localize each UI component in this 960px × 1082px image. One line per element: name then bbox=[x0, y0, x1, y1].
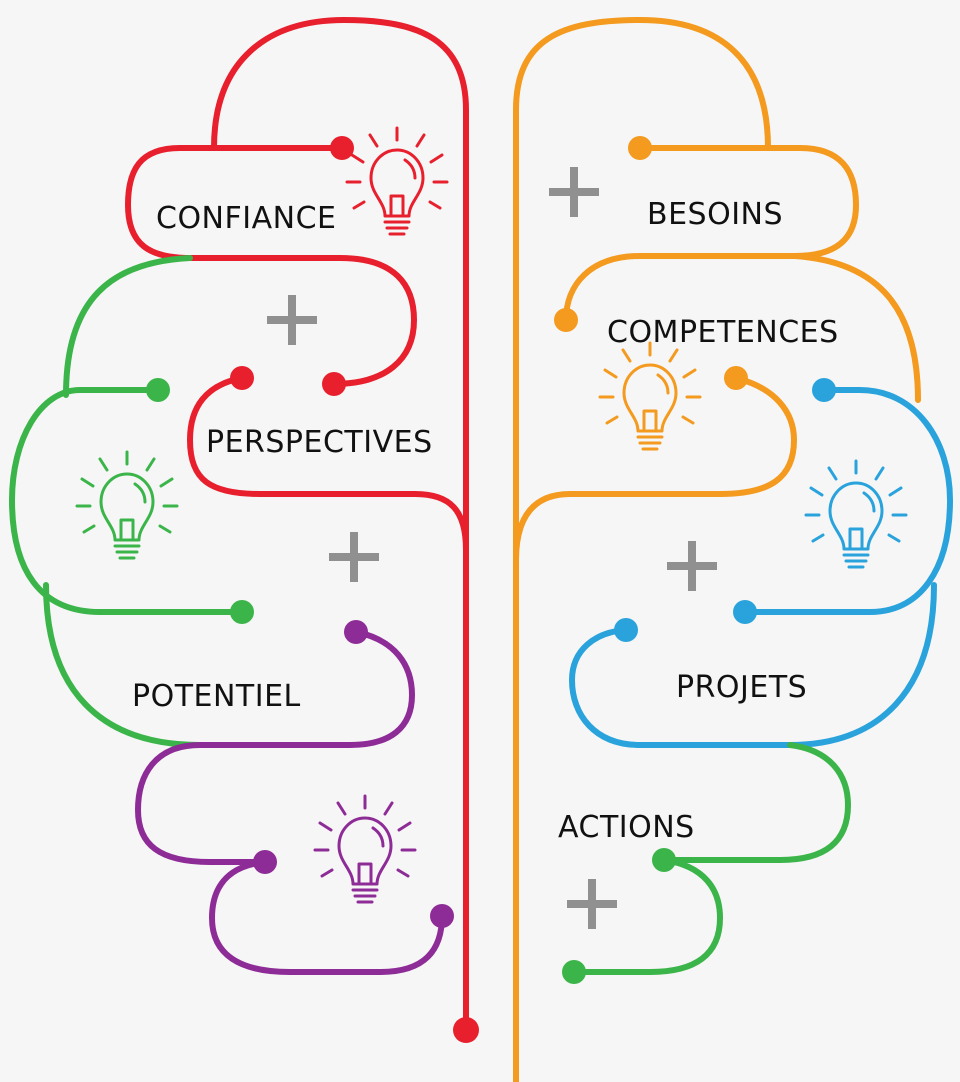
red-stem-path bbox=[211, 17, 469, 1033]
label-projets: PROJETS bbox=[676, 670, 807, 705]
lightbulb-icon bbox=[345, 126, 449, 236]
green-left-outer-path bbox=[63, 255, 193, 398]
label-confiance: CONFIANCE bbox=[156, 201, 336, 236]
orange-competences-outer-path bbox=[792, 253, 921, 403]
blue-projets-loop-path bbox=[569, 582, 937, 748]
plus-icon bbox=[267, 295, 317, 345]
red-confiance-loop-path bbox=[125, 145, 417, 387]
purple-lower-path bbox=[209, 859, 445, 975]
green-end-dot bbox=[652, 848, 676, 872]
label-potentiel: POTENTIEL bbox=[132, 679, 301, 714]
orange-end-dot bbox=[724, 366, 748, 390]
purple-end-dot bbox=[430, 904, 454, 928]
purple-end-dot bbox=[344, 620, 368, 644]
red-stem-end-dot bbox=[453, 1017, 479, 1043]
green-end-dot bbox=[562, 960, 586, 984]
red-end-dot bbox=[330, 136, 354, 160]
orange-competences-loop-path bbox=[513, 375, 797, 563]
green-end-dot bbox=[146, 378, 170, 402]
red-end-dot bbox=[230, 366, 254, 390]
green-left-loop-path bbox=[9, 387, 245, 615]
red-perspectives-loop-path bbox=[187, 375, 469, 553]
label-besoins: BESOINS bbox=[647, 197, 783, 232]
green-actions-upper-path bbox=[661, 742, 851, 863]
orange-stem-path bbox=[513, 17, 771, 1082]
orange-end-dot bbox=[628, 136, 652, 160]
purple-upper-path bbox=[135, 629, 415, 865]
label-actions: ACTIONS bbox=[558, 810, 695, 845]
plus-icon bbox=[329, 532, 379, 582]
label-perspectives: PERSPECTIVES bbox=[206, 425, 433, 460]
lightbulb-icon bbox=[804, 459, 908, 569]
plus-icon bbox=[549, 167, 599, 217]
blue-end-dot bbox=[614, 618, 638, 642]
purple-end-dot bbox=[253, 850, 277, 874]
green-end-dot bbox=[230, 600, 254, 624]
lightbulb-icon bbox=[313, 794, 417, 904]
label-competences: COMPETENCES bbox=[607, 315, 839, 350]
plus-icon bbox=[567, 879, 617, 929]
blue-end-dot bbox=[733, 600, 757, 624]
orange-besoins-loop-path bbox=[563, 145, 859, 323]
green-actions-lower-path bbox=[571, 857, 723, 975]
blue-end-dot bbox=[812, 378, 836, 402]
lightbulb-icon bbox=[598, 341, 702, 451]
lightbulb-icon bbox=[75, 450, 179, 560]
green-potentiel-path bbox=[43, 582, 203, 748]
orange-end-dot bbox=[554, 308, 578, 332]
blue-outer-loop-path bbox=[742, 387, 953, 615]
plus-icon bbox=[667, 541, 717, 591]
red-end-dot bbox=[322, 372, 346, 396]
